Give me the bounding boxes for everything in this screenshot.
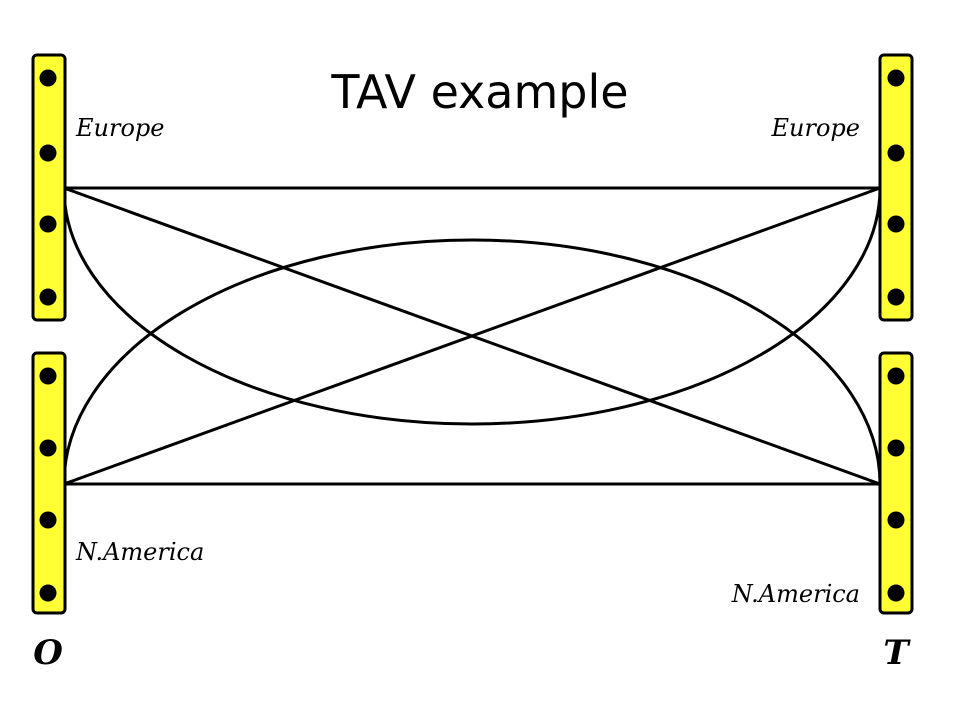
node-dot xyxy=(887,511,905,529)
node-dot xyxy=(887,439,905,457)
node-dot xyxy=(39,367,57,385)
label-origin-europe: Europe xyxy=(75,114,164,142)
edge-namerica-curve xyxy=(62,238,882,485)
bar-group xyxy=(31,53,914,615)
node-dot xyxy=(887,367,905,385)
label-origin-namerica: N.America xyxy=(75,538,204,566)
node-dot xyxy=(39,69,57,87)
node-dot xyxy=(39,511,57,529)
node-dot xyxy=(887,69,905,87)
dot-group xyxy=(39,69,905,602)
edge-namerica-to-europe xyxy=(63,186,881,486)
node-dot xyxy=(887,288,905,306)
bar-origin-namerica xyxy=(31,351,67,615)
node-dot xyxy=(39,144,57,162)
diagram-title: TAV example xyxy=(330,65,628,119)
node-dot xyxy=(39,584,57,602)
node-dot xyxy=(39,215,57,233)
node-dot xyxy=(887,584,905,602)
node-dot xyxy=(39,439,57,457)
label-target: T xyxy=(883,633,911,673)
label-target-europe: Europe xyxy=(771,114,860,142)
node-dot xyxy=(39,288,57,306)
edge-europe-curve xyxy=(62,187,882,426)
label-target-namerica: N.America xyxy=(731,580,860,608)
bar-target-namerica xyxy=(878,351,914,615)
node-dot xyxy=(887,215,905,233)
bar-target-europe xyxy=(878,53,914,322)
node-dot xyxy=(887,144,905,162)
edge-group xyxy=(62,186,882,486)
bar-origin-europe xyxy=(31,53,67,322)
label-origin: O xyxy=(33,633,63,673)
